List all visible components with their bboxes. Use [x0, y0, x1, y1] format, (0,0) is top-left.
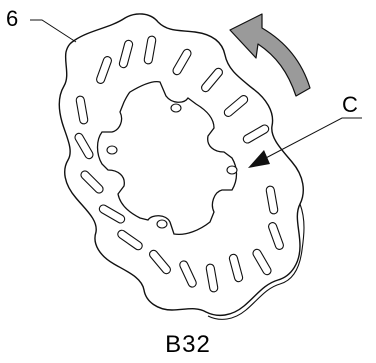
detail-label: C — [342, 92, 358, 117]
slot — [201, 67, 223, 93]
slot — [179, 260, 197, 288]
slot — [96, 56, 112, 84]
bolt-hole — [106, 145, 118, 155]
cooling-slots — [74, 35, 284, 293]
slot — [223, 95, 249, 117]
disc-edge — [207, 203, 305, 320]
slot — [205, 263, 219, 293]
center-hub-cutout — [96, 80, 238, 236]
bolt-hole — [170, 103, 182, 113]
slot — [143, 35, 157, 65]
slot — [149, 249, 171, 275]
slot — [228, 253, 244, 283]
slot — [268, 222, 284, 250]
slot — [80, 170, 104, 194]
bolt-hole — [226, 165, 238, 175]
slot — [75, 95, 89, 125]
figure-caption: B32 — [165, 331, 211, 358]
slot — [74, 132, 94, 160]
part-number-leader-line — [30, 19, 77, 43]
rotation-arrow — [229, 13, 311, 97]
slot — [242, 124, 270, 144]
slot — [117, 229, 143, 251]
brake-disc — [58, 13, 305, 320]
detail-arrowhead — [248, 150, 270, 168]
part-number-label: 6 — [6, 6, 18, 31]
slot — [118, 39, 134, 69]
slot — [265, 185, 279, 215]
slot — [252, 248, 272, 276]
detail-leader-line — [261, 117, 362, 161]
slot — [172, 48, 192, 76]
slot — [98, 204, 126, 224]
bolt-hole — [156, 219, 168, 229]
